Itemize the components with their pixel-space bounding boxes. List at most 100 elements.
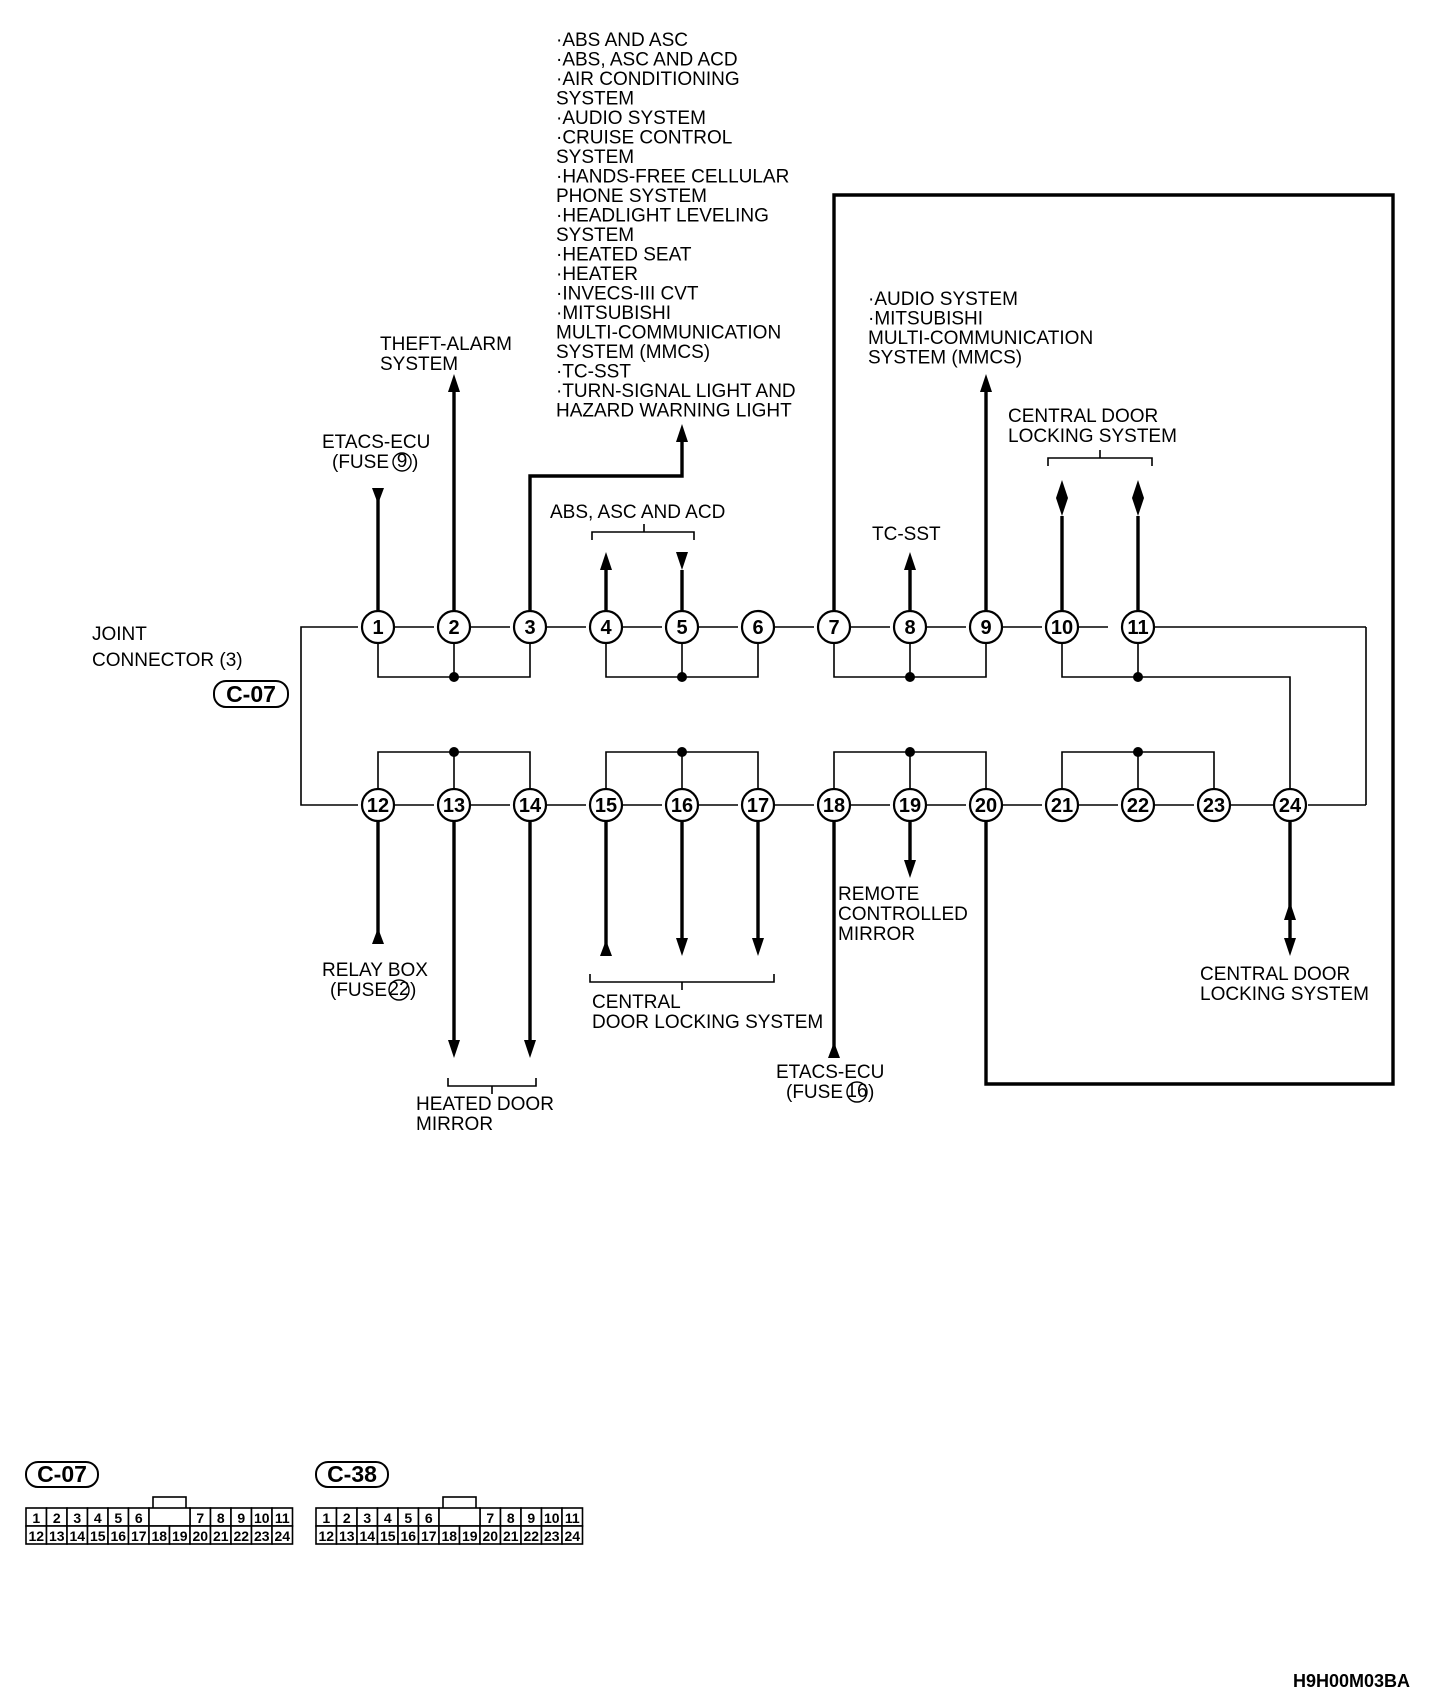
svg-text:ETACS-ECU: ETACS-ECU — [776, 1062, 884, 1083]
label-brackets — [447, 450, 1153, 1094]
pin-21: 21 — [1044, 787, 1080, 823]
pin-19: 19 — [892, 787, 928, 823]
arrow-icon — [600, 940, 612, 956]
svg-text:14: 14 — [519, 795, 542, 817]
pin-15: 15 — [588, 787, 624, 823]
pin-7: 7 — [816, 609, 852, 645]
arrow-icon — [676, 424, 688, 442]
pin-18: 18 — [816, 787, 852, 823]
svg-text:10: 10 — [254, 1510, 270, 1526]
svg-text:10: 10 — [544, 1510, 560, 1526]
svg-text:23: 23 — [254, 1528, 270, 1544]
pin-20: 20 — [968, 787, 1004, 823]
svg-text:13: 13 — [443, 795, 465, 817]
remote-mirror-label: REMOTE CONTROLLED MIRROR — [838, 884, 968, 945]
svg-text:18: 18 — [823, 795, 845, 817]
svg-text:12: 12 — [28, 1528, 44, 1544]
pin3-systems-line: SYSTEM — [556, 147, 634, 168]
svg-text:8: 8 — [507, 1510, 515, 1526]
svg-text:2: 2 — [448, 617, 459, 639]
pin-6: 6 — [740, 609, 776, 645]
heated-door-mirror-label: HEATED DOOR MIRROR — [416, 1094, 554, 1135]
pin9-systems-line: ·MITSUBISHI — [868, 309, 983, 330]
svg-text:5: 5 — [676, 617, 687, 639]
svg-text:HEATED DOOR: HEATED DOOR — [416, 1094, 554, 1115]
svg-text:CONTROLLED: CONTROLLED — [838, 904, 968, 925]
arrow-icon — [828, 1042, 840, 1058]
connector-key — [152, 1496, 187, 1510]
etacs-fuse16-label: ETACS-ECU (FUSE 16 ) — [776, 1062, 884, 1103]
svg-text:LOCKING SYSTEM: LOCKING SYSTEM — [1008, 426, 1177, 447]
pin-23: 23 — [1196, 787, 1232, 823]
svg-text:4: 4 — [94, 1510, 102, 1526]
connector-name-line2: CONNECTOR (3) — [92, 650, 243, 671]
double-arrow-icon — [1132, 498, 1144, 516]
svg-text:20: 20 — [192, 1528, 208, 1544]
svg-text:SYSTEM: SYSTEM — [380, 354, 458, 375]
svg-text:11: 11 — [275, 1510, 290, 1526]
internal-splices — [377, 644, 1291, 788]
svg-text:6: 6 — [752, 617, 763, 639]
svg-text:23: 23 — [1203, 795, 1225, 817]
connector-name-line1: JOINT — [92, 624, 147, 645]
svg-text:): ) — [410, 980, 416, 1001]
svg-text:13: 13 — [49, 1528, 65, 1544]
pin3-systems-line: ·CRUISE CONTROL — [556, 128, 732, 149]
pin3-systems-line: SYSTEM — [556, 89, 634, 110]
svg-text:22: 22 — [388, 979, 409, 1000]
svg-text:5: 5 — [114, 1510, 122, 1526]
svg-text:14: 14 — [359, 1528, 375, 1544]
svg-text:15: 15 — [90, 1528, 106, 1544]
svg-text:16: 16 — [110, 1528, 126, 1544]
pin9-system-list: ·AUDIO SYSTEM·MITSUBISHI MULTI-COMMUNICA… — [868, 289, 1093, 369]
pin3-systems-line: ·HEADLIGHT LEVELING — [556, 206, 769, 227]
svg-text:6: 6 — [135, 1510, 143, 1526]
svg-text:15: 15 — [380, 1528, 396, 1544]
pin3-systems-line: MULTI-COMMUNICATION — [556, 323, 781, 344]
svg-text:4: 4 — [384, 1510, 392, 1526]
svg-text:14: 14 — [69, 1528, 85, 1544]
pin9-systems-line: MULTI-COMMUNICATION — [868, 328, 1093, 349]
svg-text:20: 20 — [975, 795, 997, 817]
svg-text:3: 3 — [73, 1510, 81, 1526]
svg-text:11: 11 — [1127, 617, 1148, 639]
theft-alarm-label: THEFT-ALARM SYSTEM — [380, 334, 512, 375]
connector-id: C-07 — [226, 681, 276, 707]
svg-text:REMOTE: REMOTE — [838, 884, 919, 905]
svg-text:1: 1 — [322, 1510, 330, 1526]
svg-text:22: 22 — [523, 1528, 539, 1544]
arrow-icon — [448, 374, 460, 392]
pin-4: 4 — [588, 609, 624, 645]
pin-8: 8 — [892, 609, 928, 645]
pin3-systems-line: ·AUDIO SYSTEM — [556, 108, 706, 129]
svg-text:CENTRAL DOOR: CENTRAL DOOR — [1008, 406, 1158, 427]
svg-text:ETACS-ECU: ETACS-ECU — [322, 432, 430, 453]
svg-text:15: 15 — [595, 795, 617, 817]
pin-17: 17 — [740, 787, 776, 823]
svg-text:17: 17 — [131, 1528, 147, 1544]
svg-text:2: 2 — [343, 1510, 351, 1526]
svg-text:22: 22 — [1127, 795, 1149, 817]
svg-text:9: 9 — [980, 617, 991, 639]
svg-text:(FUSE: (FUSE — [786, 1082, 843, 1103]
svg-text:16: 16 — [400, 1528, 416, 1544]
svg-text:16: 16 — [671, 795, 693, 817]
svg-text:24: 24 — [1279, 795, 1302, 817]
svg-text:11: 11 — [565, 1510, 580, 1526]
pin-12: 12 — [360, 787, 396, 823]
svg-text:7: 7 — [486, 1510, 494, 1526]
pin-2: 2 — [436, 609, 472, 645]
central-door-bottom-label: CENTRAL DOOR LOCKING SYSTEM — [592, 992, 823, 1033]
pin3-systems-line: SYSTEM — [556, 225, 634, 246]
pin3-systems-line: ·HEATER — [556, 264, 638, 285]
svg-text:MIRROR: MIRROR — [838, 924, 915, 945]
svg-text:19: 19 — [899, 795, 921, 817]
pin3-system-list: ·ABS AND ASC·ABS, ASC AND ACD·AIR CONDIT… — [556, 30, 796, 422]
svg-text:(FUSE: (FUSE — [330, 980, 387, 1001]
svg-text:CENTRAL: CENTRAL — [592, 992, 681, 1013]
svg-text:12: 12 — [367, 795, 389, 817]
pin9-systems-line: ·AUDIO SYSTEM — [868, 289, 1018, 310]
arrow-icon — [980, 374, 992, 392]
arrow-icon — [448, 1040, 460, 1058]
